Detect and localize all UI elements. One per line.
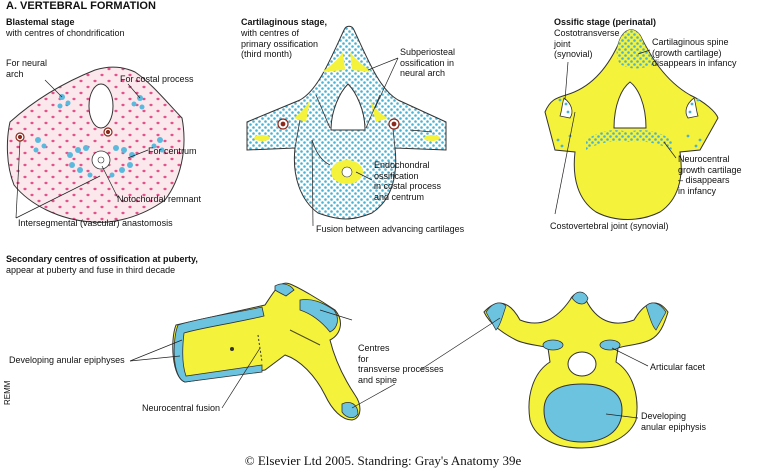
label-anular-epiphyses: Developing anular epiphyses [9,355,125,365]
label-neural-arch: For neural arch [6,58,48,79]
cartilaginous-subtitle: with centres of primary ossification (th… [241,28,319,59]
blastemal-subtitle: with centres of chondrification [6,28,125,38]
secondary-title: Secondary centres of ossification at pub… [6,254,198,264]
figure-title: A. VERTEBRAL FORMATION [6,0,156,12]
lateral-vertebra [172,282,361,421]
cartilaginous-vessel-left [277,118,289,130]
superior-vertebra [483,291,669,449]
secondary-leaders [129,309,649,419]
blastemal-leaders [15,79,149,219]
label-centres: Centres for transverse processes and spi… [358,343,444,385]
label-costotransverse: Costotransverse joint (synovial) [554,28,620,59]
blastemal-neural-foramen [88,83,114,129]
artist-signature: REMM [3,380,12,405]
copyright-caption: © Elsevier Ltd 2005. Standring: Gray's A… [244,453,522,468]
label-neurocentral-growth: Neurocentral growth cartilage – disappea… [678,154,742,196]
label-costal-process: For costal process [120,74,194,84]
anular-epiphysis-disc [543,383,623,443]
blastemal-title: Blastemal stage [6,17,75,27]
ossific-vertebra [544,29,719,220]
ossific-leaders [554,49,677,215]
label-costovertebral: Costovertebral joint (synovial) [550,221,669,231]
blastemal-vessel-right [103,127,113,137]
cartilaginous-title: Cartilaginous stage, [241,17,328,27]
cartilaginous-vessel-right [388,118,400,130]
label-endochondral: Endochondral ossification in costal proc… [374,160,442,202]
notochordal-remnant [91,150,111,170]
label-centrum: For centrum [148,146,197,156]
secondary-subtitle: appear at puberty and fuse in third deca… [6,265,176,275]
label-cartilaginous-spine: Cartilaginous spine (growth cartilage) d… [652,37,737,68]
cartilaginous-leaders [311,57,433,227]
blastemal-vessel-left [15,132,25,142]
label-developing-anular: Developing anular epiphysis [641,411,707,432]
articular-facet-left [542,339,564,351]
label-fusion: Fusion between advancing cartilages [316,224,465,234]
ossific-title: Ossific stage (perinatal) [554,17,657,27]
label-neurocentral-fusion: Neurocentral fusion [142,403,221,413]
blastemal-vertebra [6,66,185,223]
label-subperiosteal: Subperiosteal ossification in neural arc… [400,47,456,78]
articular-facet-right [599,339,621,351]
label-intersegmental: Intersegmental (vascular) anastomosis [18,218,173,228]
cartilaginous-vertebra [246,25,447,220]
label-articular-facet: Articular facet [650,362,706,372]
label-notochordal-remnant: Notochordal remnant [117,194,202,204]
